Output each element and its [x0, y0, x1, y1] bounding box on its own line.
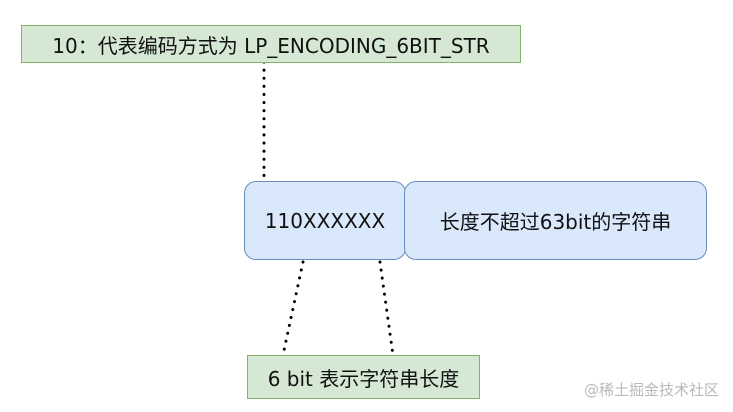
header-bits-box: 110XXXXXX	[244, 181, 406, 260]
connector-header-right-to-length	[378, 260, 395, 357]
connector-header-left-to-length	[281, 260, 305, 357]
encoding-type-label: 10：代表编码方式为 LP_ENCODING_6BIT_STR	[21, 25, 521, 63]
content-description-box: 长度不超过63bit的字符串	[404, 181, 707, 260]
watermark: @稀土掘金技术社区	[583, 381, 719, 399]
length-bits-label: 6 bit 表示字符串长度	[247, 355, 480, 399]
